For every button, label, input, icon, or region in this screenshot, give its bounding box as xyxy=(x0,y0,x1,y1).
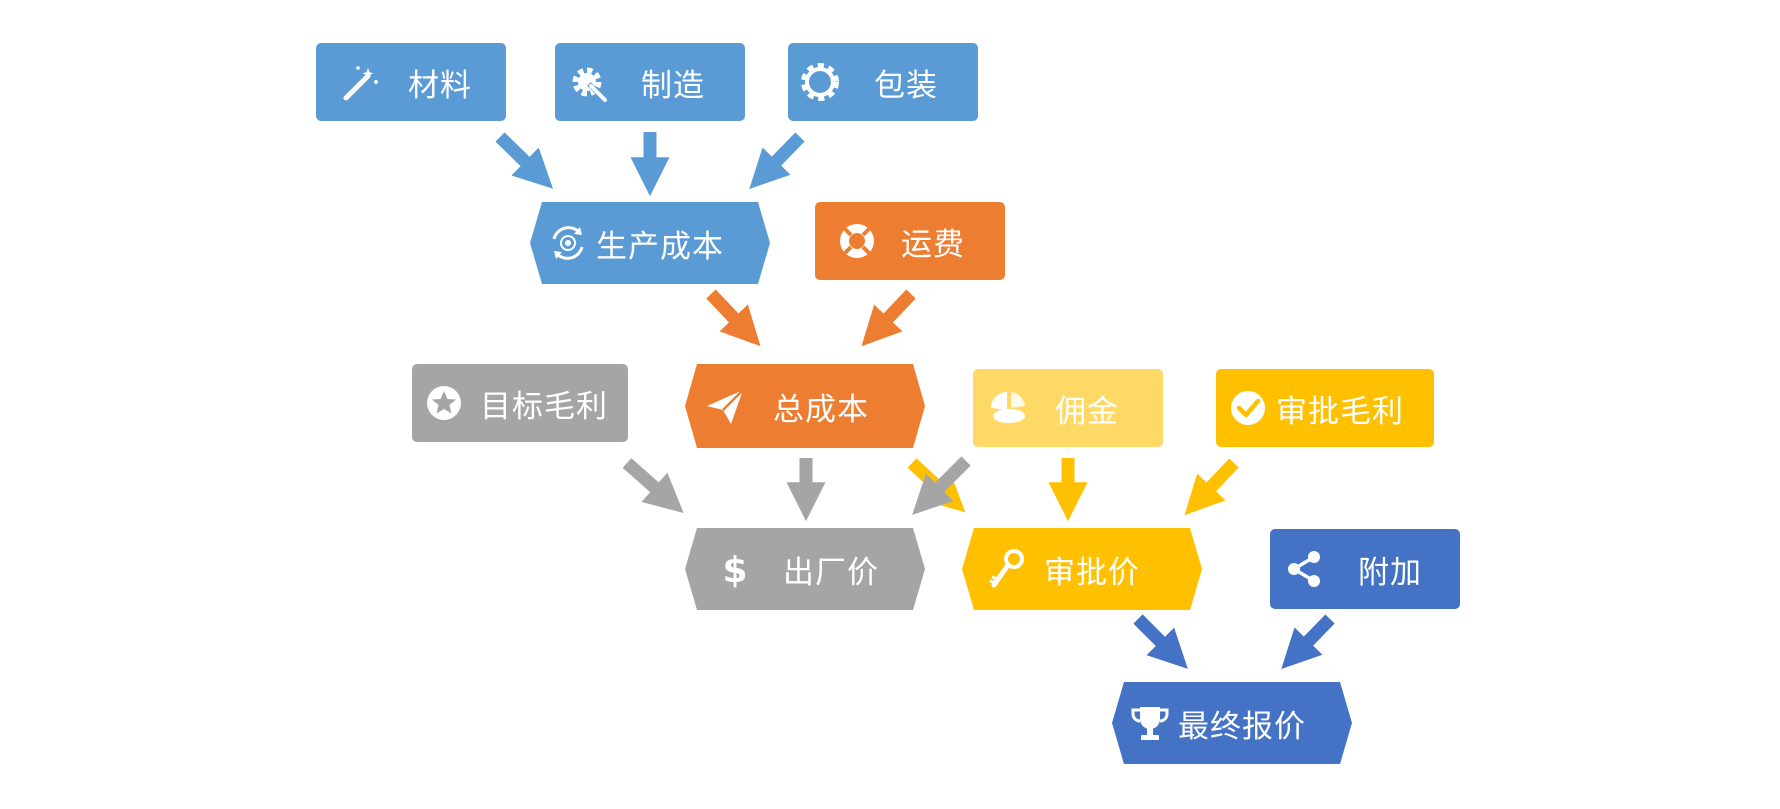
arrow-material-to-production xyxy=(495,132,554,189)
node-extra[interactable]: 附加 xyxy=(1270,529,1460,609)
node-freight-label: 运费 xyxy=(901,226,965,263)
node-final-quote[interactable]: 最终报价 xyxy=(1112,682,1352,764)
arrow-target-margin-to-factory xyxy=(622,458,684,514)
svg-text:$: $ xyxy=(722,550,747,591)
paper-plane-icon xyxy=(703,384,747,428)
check-circle-icon xyxy=(1226,386,1270,430)
node-approved-price-label: 审批价 xyxy=(1044,554,1140,591)
arrow-packaging-to-production xyxy=(749,132,805,190)
pie-chart-icon xyxy=(985,386,1029,430)
node-target-margin[interactable]: 目标毛利 xyxy=(412,364,628,442)
node-manufacture-label: 制造 xyxy=(641,67,705,104)
node-packaging-label: 包装 xyxy=(874,67,938,104)
node-approved-margin[interactable]: 审批毛利 xyxy=(1216,369,1434,447)
node-packaging[interactable]: 包装 xyxy=(788,43,978,121)
star-badge-icon xyxy=(422,381,466,425)
arrow-extra-to-final xyxy=(1281,614,1335,670)
arrow-freight-to-total xyxy=(861,289,916,347)
node-total-cost[interactable]: 总成本 xyxy=(685,364,925,448)
node-approved-margin-label: 审批毛利 xyxy=(1276,393,1404,430)
node-target-margin-label: 目标毛利 xyxy=(480,388,608,425)
node-final-quote-label: 最终报价 xyxy=(1178,708,1306,745)
dollar-icon: $ xyxy=(713,547,757,591)
node-manufacture[interactable]: 制造 xyxy=(555,43,745,121)
node-commission[interactable]: 佣金 xyxy=(973,369,1163,447)
key-icon xyxy=(984,547,1028,591)
node-material[interactable]: 材料 xyxy=(316,43,506,121)
node-commission-label: 佣金 xyxy=(1055,393,1119,430)
magic-wand-icon xyxy=(338,60,382,104)
node-production-cost-label: 生产成本 xyxy=(596,228,724,265)
arrow-production-to-total xyxy=(706,289,761,347)
arrow-approved-margin-to-approved xyxy=(1184,458,1239,516)
arrow-approved-to-final xyxy=(1133,614,1188,669)
gear-icon xyxy=(798,60,842,104)
node-extra-label: 附加 xyxy=(1358,554,1422,591)
node-freight[interactable]: 运费 xyxy=(815,202,1005,280)
gear-wrench-icon xyxy=(567,60,611,104)
node-factory-price-label: 出厂价 xyxy=(783,554,879,591)
trophy-icon xyxy=(1128,701,1172,745)
node-total-cost-label: 总成本 xyxy=(773,391,869,428)
arrow-commission-to-factory xyxy=(912,456,971,515)
node-material-label: 材料 xyxy=(408,67,472,104)
node-approved-price[interactable]: 审批价 xyxy=(962,528,1202,610)
lifebuoy-icon xyxy=(835,219,879,263)
arrow-total-to-approved xyxy=(907,458,966,513)
node-production-cost[interactable]: 生产成本 xyxy=(530,202,770,284)
share-icon xyxy=(1282,547,1326,591)
recycle-target-icon xyxy=(546,221,590,265)
node-factory-price[interactable]: $ 出厂价 xyxy=(685,528,925,610)
